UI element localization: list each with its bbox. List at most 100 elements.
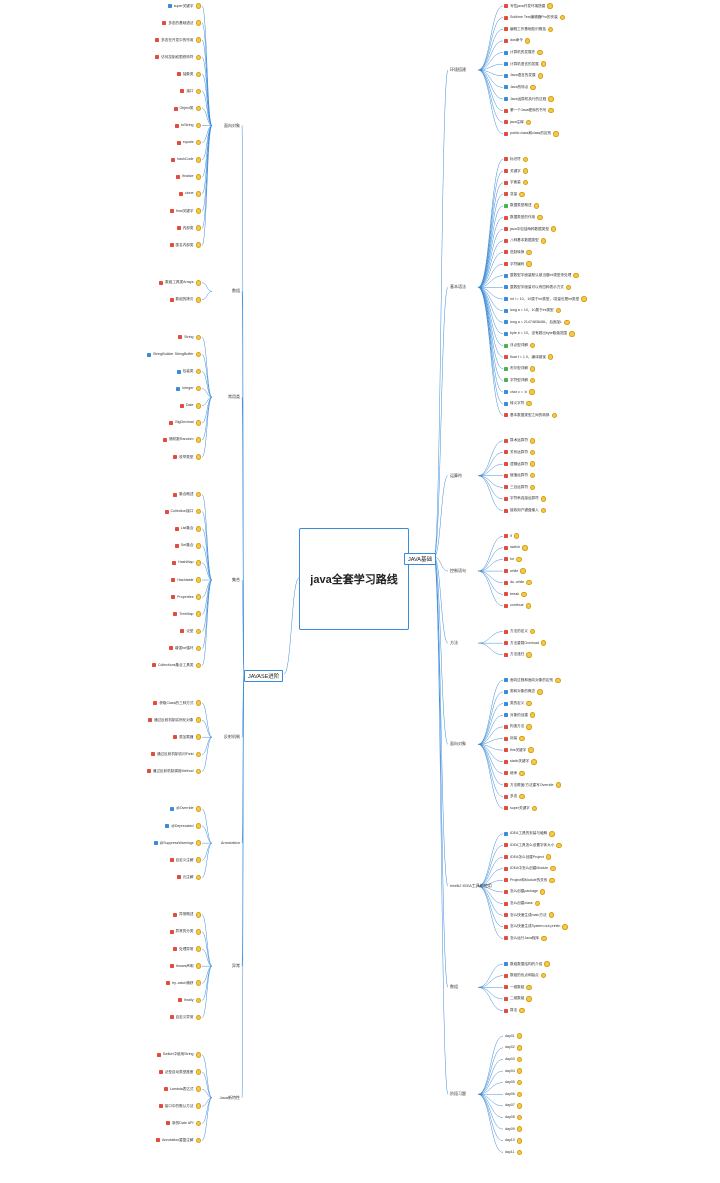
topic-node[interactable]: 算法: [504, 1007, 525, 1014]
topic-node[interactable]: day10: [504, 1138, 523, 1144]
topic-node[interactable]: IDEA中怎么创建Module: [504, 865, 556, 872]
topic-node[interactable]: List集合: [174, 526, 201, 532]
topic-node[interactable]: day04: [504, 1068, 523, 1074]
topic-node[interactable]: 类和对象的概念: [504, 689, 543, 695]
topic-node[interactable]: toString: [175, 122, 201, 129]
topic-node[interactable]: 字面量: [504, 179, 529, 186]
topic-node[interactable]: 接收用户键盘输入: [504, 507, 547, 514]
topic-node[interactable]: Collections集合工具类: [151, 662, 201, 669]
topic-node[interactable]: 一维数组: [504, 984, 532, 991]
topic-node[interactable]: 赋值运算符: [504, 472, 536, 479]
topic-node[interactable]: final关键字: [170, 208, 201, 214]
topic-node[interactable]: 写性java开发环境搭建: [504, 3, 553, 9]
topic-node[interactable]: 数组的优点和缺点: [504, 972, 547, 979]
topic-node[interactable]: 方法递归: [504, 652, 532, 658]
branch-java-basics[interactable]: JAVA基础: [404, 553, 436, 565]
group-node[interactable]: 控制语句: [450, 568, 466, 574]
root-node[interactable]: java全套学习路线: [299, 528, 409, 630]
group-node[interactable]: 环境搭建: [450, 66, 466, 72]
topic-node[interactable]: long a = 2147483648L，后面加L: [504, 319, 570, 325]
topic-node[interactable]: 三目运算符: [504, 484, 536, 491]
topic-node[interactable]: 字符编码: [504, 261, 532, 267]
topic-node[interactable]: 浮点型详解: [504, 342, 536, 349]
topic-node[interactable]: super关键字: [504, 805, 538, 811]
topic-node[interactable]: this关键字: [504, 747, 534, 753]
topic-node[interactable]: 计算机语言的发展: [504, 61, 547, 67]
topic-node[interactable]: static关键字: [504, 759, 537, 765]
topic-node[interactable]: 数据类型的作用: [504, 214, 543, 221]
topic-node[interactable]: 多态在开发中的作用: [155, 37, 201, 43]
topic-node[interactable]: 逻辑运算符: [504, 461, 536, 467]
topic-node[interactable]: 八种基本数据类型: [504, 238, 547, 244]
topic-node[interactable]: continue: [504, 603, 532, 609]
topic-node[interactable]: 怎么创建class: [504, 900, 541, 907]
topic-node[interactable]: 方法的定义: [504, 628, 536, 635]
topic-node[interactable]: 计算机的发展史: [504, 49, 543, 56]
topic-node[interactable]: 自定义注解: [169, 857, 201, 863]
group-node[interactable]: IntelliJ IDEA工具的使用: [450, 883, 492, 889]
topic-node[interactable]: 通过反射机制访问Field: [150, 751, 201, 758]
topic-node[interactable]: long a = 10，10属于int类型: [504, 307, 562, 314]
topic-node[interactable]: 进制转换: [504, 249, 532, 256]
topic-node[interactable]: 多态的基础语法: [162, 20, 201, 26]
topic-node[interactable]: Set集合: [174, 543, 201, 549]
group-node[interactable]: 异常: [232, 963, 240, 969]
topic-node[interactable]: 怎么快速生成System.out.println: [504, 924, 568, 930]
topic-node[interactable]: 方法重载Overload: [504, 640, 547, 646]
topic-node[interactable]: 构造方法: [504, 724, 532, 730]
topic-node[interactable]: 字符型详解: [504, 377, 536, 384]
topic-node[interactable]: public class和class的区别: [504, 131, 559, 137]
group-node[interactable]: 运算符: [450, 472, 462, 478]
topic-node[interactable]: throws声明: [169, 963, 201, 969]
topic-node[interactable]: 转义字符: [504, 400, 532, 407]
topic-node[interactable]: 元注解: [176, 874, 201, 881]
topic-node[interactable]: 异常的分类: [169, 929, 201, 935]
topic-node[interactable]: 增强for循环: [168, 645, 201, 652]
topic-node[interactable]: 封装: [504, 735, 525, 742]
group-node[interactable]: 常用类: [228, 394, 240, 400]
topic-node[interactable]: 抽象类: [176, 71, 201, 78]
topic-node[interactable]: day05: [504, 1079, 523, 1086]
topic-node[interactable]: @SuppressWarnings: [153, 840, 201, 846]
topic-node[interactable]: 算术运算符: [504, 438, 536, 444]
topic-node[interactable]: 二维数组: [504, 996, 532, 1002]
group-node[interactable]: 方法: [450, 640, 458, 646]
topic-node[interactable]: 数据类型概述: [504, 203, 540, 209]
topic-node[interactable]: 随机数Random: [163, 437, 201, 443]
topic-node[interactable]: Collection接口: [164, 508, 201, 515]
topic-node[interactable]: finally: [178, 997, 201, 1004]
topic-node[interactable]: if: [504, 533, 520, 539]
topic-node[interactable]: 基本数据类型之间的转换: [504, 412, 558, 419]
topic-node[interactable]: 内部类: [176, 225, 201, 231]
topic-node[interactable]: 怎么快速生成main方法: [504, 912, 555, 918]
group-node[interactable]: 面向对象: [450, 741, 466, 747]
topic-node[interactable]: 自定义异常: [169, 1014, 201, 1021]
topic-node[interactable]: do..while: [504, 579, 532, 586]
topic-node[interactable]: 泛型自动类型推断: [158, 1069, 201, 1075]
topic-node[interactable]: 枚举类型: [173, 454, 201, 460]
topic-node[interactable]: 泛型: [180, 628, 201, 635]
topic-node[interactable]: HashMap: [172, 560, 201, 566]
topic-node[interactable]: 类加载器: [173, 734, 201, 740]
topic-node[interactable]: day03: [504, 1056, 523, 1063]
topic-node[interactable]: int i = 10，10属于int类型，i变量也是int类型: [504, 296, 587, 302]
topic-node[interactable]: 方法覆盖/方法重写Override: [504, 782, 562, 788]
topic-node[interactable]: break: [504, 591, 527, 598]
topic-node[interactable]: IDEA工具怎么设置字体大小: [504, 842, 562, 849]
topic-node[interactable]: super关键字: [167, 3, 201, 9]
topic-node[interactable]: 变量: [504, 191, 525, 198]
topic-node[interactable]: for: [504, 556, 522, 563]
topic-node[interactable]: 新的Date API: [166, 1120, 201, 1127]
topic-node[interactable]: IDEA工具的安装与破解: [504, 831, 555, 837]
topic-node[interactable]: Sublime Text编辑器Pro的安装: [504, 14, 566, 21]
topic-node[interactable]: BigDecimal: [169, 420, 201, 426]
topic-node[interactable]: 通过反射机制调用Method: [146, 768, 201, 775]
topic-node[interactable]: 字符串连接运算符: [504, 496, 547, 502]
topic-node[interactable]: switch: [504, 545, 528, 551]
topic-node[interactable]: StringBuilder StringBuffer: [147, 351, 201, 358]
topic-node[interactable]: try..catch捕获: [166, 980, 201, 986]
topic-node[interactable]: day09: [504, 1126, 523, 1132]
topic-node[interactable]: 面向过程和面向对象的区别: [504, 677, 561, 684]
topic-node[interactable]: Java的特点: [504, 84, 536, 91]
topic-node[interactable]: 标识符: [504, 156, 529, 163]
